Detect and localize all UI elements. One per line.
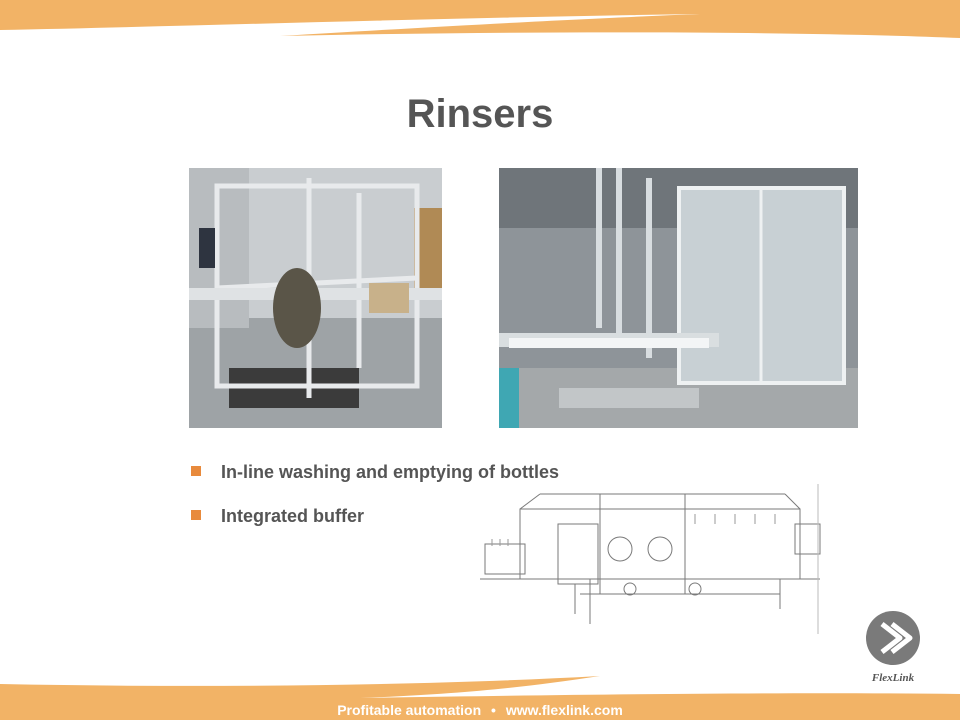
square-bullet-icon (191, 510, 201, 520)
flexlink-chevron-icon (866, 611, 920, 665)
bullet-text: In-line washing and emptying of bottles (221, 462, 560, 482)
footer-tagline: Profitable automation (337, 702, 482, 718)
footer-separator: • (491, 702, 496, 718)
footer: Profitable automation • www.flexlink.com (0, 700, 960, 720)
bullet-item: In-line washing and emptying of bottles (190, 460, 559, 484)
rinser-line-drawing (480, 484, 821, 634)
rinser-machine-photo (189, 168, 442, 428)
bottling-line-photo (499, 168, 858, 428)
bottom-decorative-band (0, 676, 960, 720)
bullet-text: Integrated buffer (221, 506, 365, 526)
square-bullet-icon (191, 466, 201, 476)
top-decorative-band (0, 0, 960, 38)
slide-title: Rinsers (406, 92, 554, 136)
bullet-list: In-line washing and emptying of bottles … (190, 460, 559, 548)
flexlink-logo-text: FlexLink (871, 672, 915, 684)
footer-url[interactable]: www.flexlink.com (505, 702, 623, 718)
bullet-item: Integrated buffer (190, 504, 559, 528)
